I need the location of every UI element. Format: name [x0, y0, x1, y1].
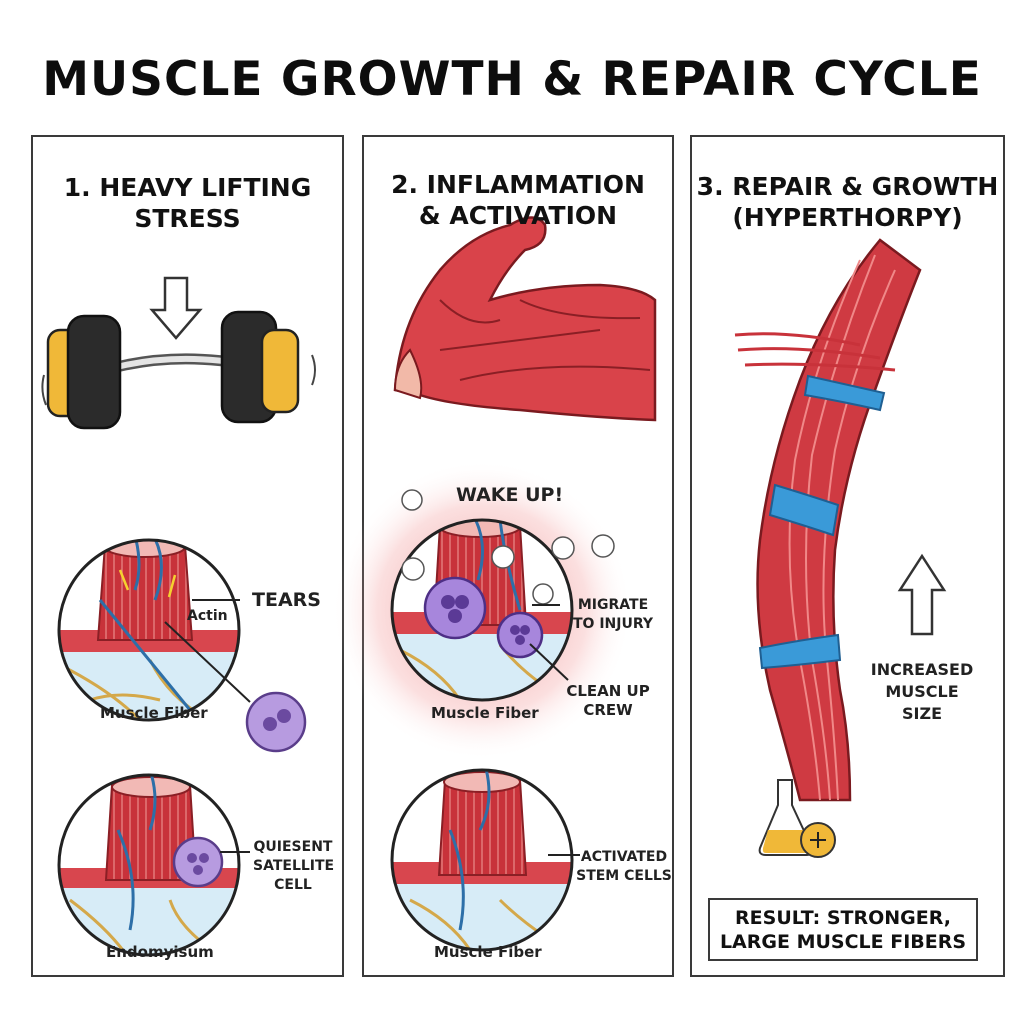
flexed-arm-illustration — [393, 216, 657, 422]
endomysium-label: Endomyisum — [106, 943, 214, 961]
magnified-fiber-inflammation — [390, 489, 615, 702]
wake-up-label: WAKE UP! — [456, 484, 564, 506]
magnified-fiber-activated — [390, 768, 580, 952]
activated-stem-cells-label: ACTIVATED STEM CELLS — [576, 849, 672, 884]
panel1-heading: 1. HEAVY LIFTING STRESS — [63, 173, 312, 233]
result-box: RESULT: STRONGER, LARGE MUSCLE FIBERS — [708, 898, 978, 961]
page-title: MUSCLE GROWTH & REPAIR CYCLE — [42, 52, 982, 107]
beaker-plus-icon — [758, 779, 836, 858]
up-arrow-icon — [897, 553, 947, 636]
magnified-fiber-satellite — [57, 773, 250, 957]
clean-up-label: CLEAN UP CREW — [566, 682, 650, 719]
barbell-illustration — [41, 276, 316, 430]
actin-label: Actin — [187, 608, 228, 624]
increased-size-label: INCREASED MUSCLE SIZE — [870, 660, 974, 723]
immune-cell-icons — [401, 489, 615, 605]
down-arrow-icon — [149, 276, 203, 340]
muscle-fiber-label-2: Muscle Fiber — [431, 704, 539, 722]
migrate-label: MIGRATE TO INJURY — [573, 597, 653, 632]
panel3-heading: 3. REPAIR & GROWTH (HYPERTHORPY) — [696, 172, 999, 232]
panel2-heading: 2. INFLAMMATION & ACTIVATION — [391, 170, 645, 230]
muscle-fiber-label-3: Muscle Fiber — [434, 943, 542, 961]
muscle-fiber-label-1: Muscle Fiber — [100, 704, 208, 722]
satellite-cell-label: QUIESENT SATELLITE CELL — [253, 839, 335, 893]
tears-label: TEARS — [252, 589, 321, 611]
growing-muscle-illustration — [734, 238, 947, 802]
panel-repair-growth — [690, 135, 1005, 977]
